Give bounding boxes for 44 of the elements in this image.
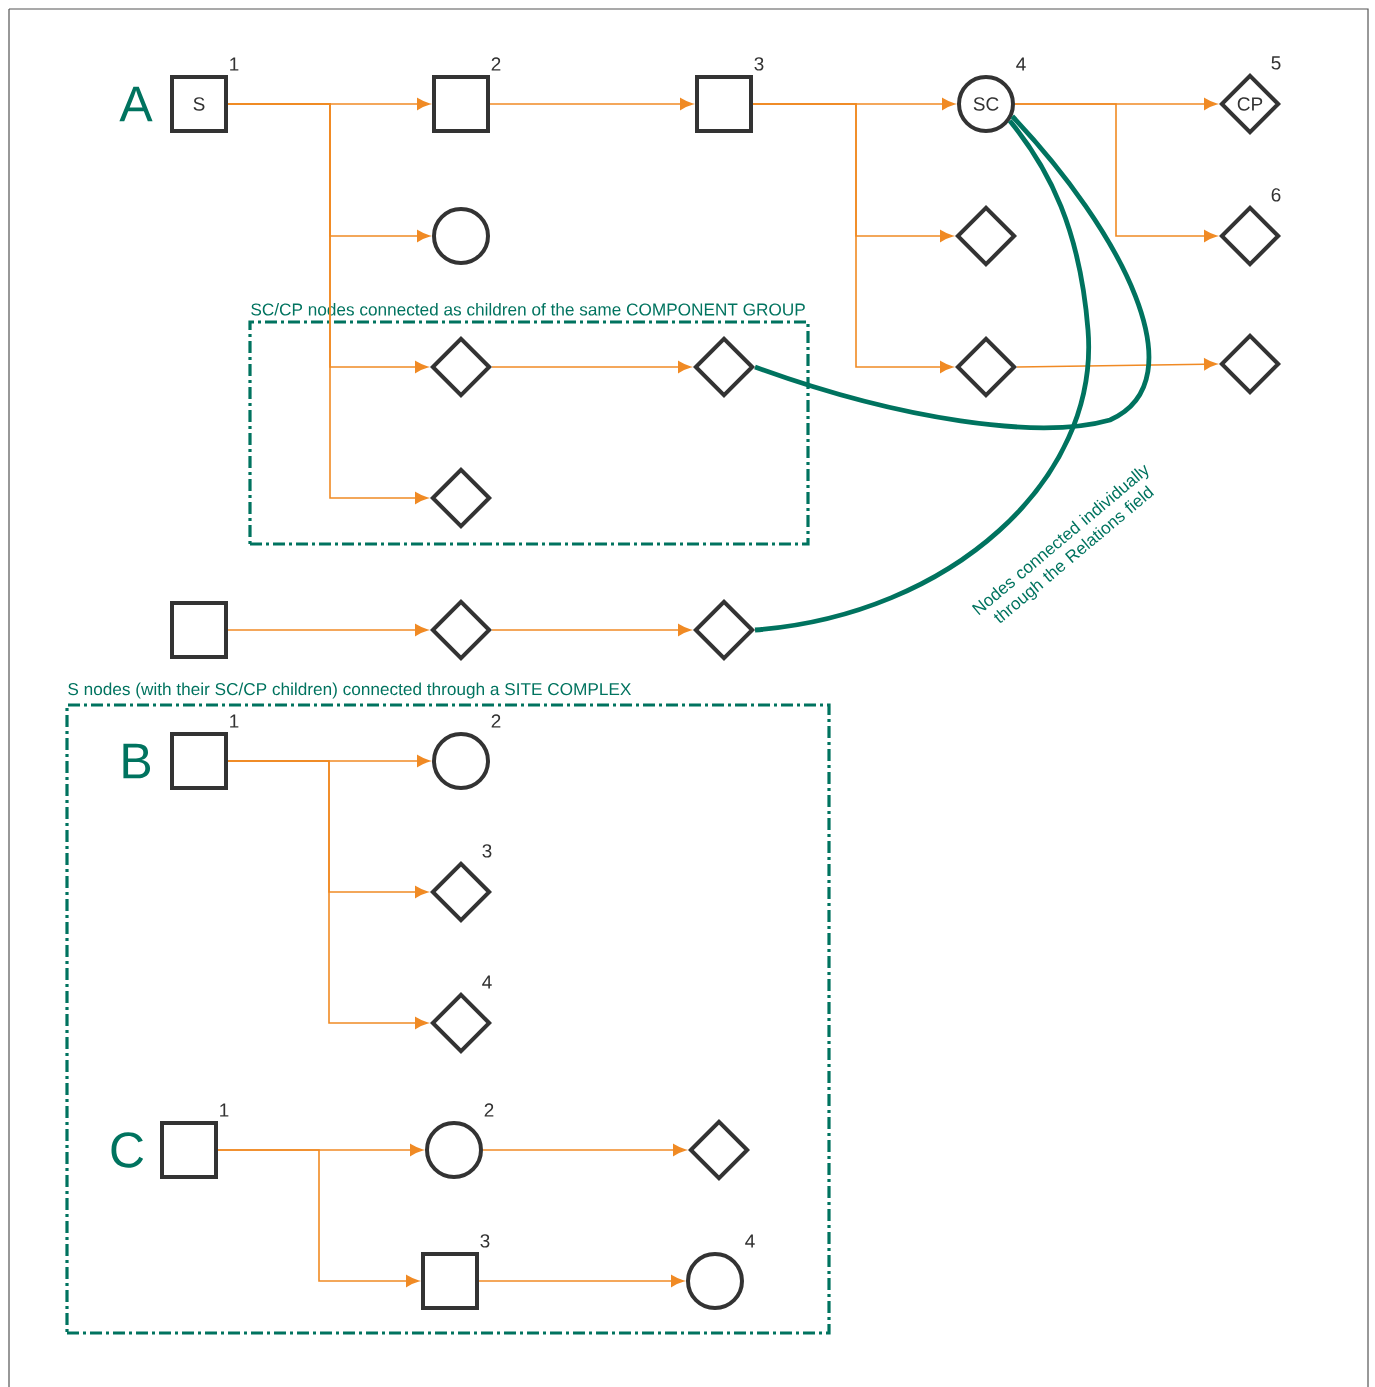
diamond-node — [688, 1119, 750, 1181]
node-number: 2 — [491, 714, 501, 728]
diamond-node: CP — [1219, 73, 1281, 135]
arrow — [227, 760, 428, 1029]
node-label: S nodes (with their SC/CP children) connected through a SITE COMPLEX — [68, 682, 631, 699]
square-node: S — [170, 75, 228, 133]
arrow — [217, 1149, 419, 1287]
arrow — [1014, 103, 1217, 242]
diamond-node — [1219, 333, 1281, 395]
arrow — [752, 103, 953, 373]
diamond-node — [430, 599, 492, 661]
arrow — [491, 361, 691, 373]
node-number: 3 — [754, 57, 764, 71]
node-number: 5 — [1271, 56, 1281, 70]
arrow — [478, 1275, 684, 1287]
connector — [754, 119, 1091, 633]
diamond-node — [693, 599, 755, 661]
node-number: 3 — [480, 1234, 490, 1248]
node-number: 4 — [745, 1234, 755, 1248]
arrow — [489, 98, 693, 110]
arrow — [227, 103, 428, 504]
diamond-node — [955, 205, 1017, 267]
node-number: 1 — [220, 1103, 229, 1117]
square-node — [170, 601, 228, 659]
diamond-node — [955, 336, 1017, 398]
connector — [754, 114, 1151, 430]
node-number: 3 — [482, 844, 492, 858]
node-number: 4 — [1016, 57, 1026, 71]
circle-node — [432, 207, 490, 265]
diamond-node — [693, 336, 755, 398]
arrow — [491, 624, 691, 636]
arrow — [482, 1144, 686, 1156]
diamond-node — [430, 336, 492, 398]
node-number: 4 — [482, 975, 492, 989]
circle-node: SC — [957, 75, 1015, 133]
arrow — [227, 624, 428, 636]
arrow — [1016, 358, 1217, 371]
node-number: 2 — [484, 1103, 494, 1117]
node-number: 1 — [230, 714, 239, 728]
node-number: 1 — [230, 57, 239, 71]
diamond-node — [430, 467, 492, 529]
section-letter: B — [123, 743, 151, 779]
node-number: 6 — [1271, 188, 1281, 202]
node-number: 2 — [491, 57, 501, 71]
